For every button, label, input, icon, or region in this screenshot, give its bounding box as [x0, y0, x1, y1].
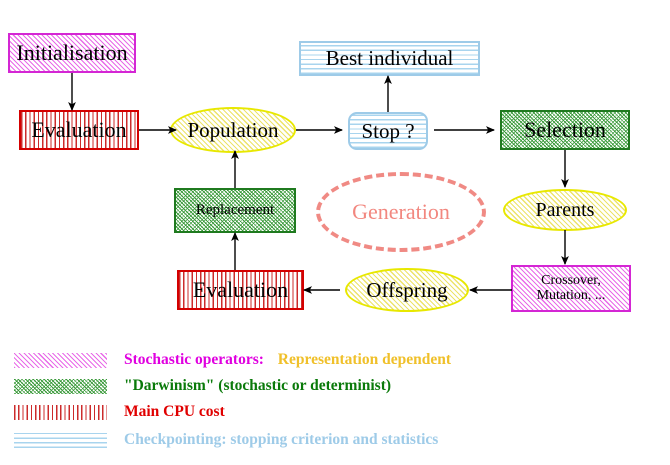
legend-label-stochastic-operators-part1: Stochastic operators: [124, 351, 264, 368]
legend-label-checkpointing-part1: Checkpointing: stopping criterion and st… [124, 431, 439, 448]
legend-swatch-red-vertical-hatch [14, 404, 107, 420]
node-best-individual[interactable]: Best individual [299, 41, 480, 76]
legend-label-darwinism: "Darwinism" (stochastic or determinist) [124, 377, 391, 395]
node-parents-label: Parents [535, 198, 595, 221]
node-population[interactable]: Population [170, 107, 296, 153]
legend: Stochastic operators: Representation dep… [0, 340, 670, 465]
legend-label-stochastic-operators: Stochastic operators: Representation dep… [124, 351, 451, 369]
node-variation[interactable]: Crossover, Mutation, ... [511, 265, 631, 312]
legend-swatch-green-cross-hatch [14, 378, 107, 394]
legend-label-stochastic-operators-part2: Representation dependent [277, 351, 452, 368]
legend-row-checkpointing: Checkpointing: stopping criterion and st… [14, 430, 438, 450]
node-replacement[interactable]: Replacement [174, 188, 296, 233]
node-stop[interactable]: Stop ? [348, 112, 428, 150]
annotation-generation: Generation [316, 172, 486, 252]
legend-swatch-magenta-diagonal-hatch [14, 352, 107, 368]
legend-row-darwinism: "Darwinism" (stochastic or determinist) [14, 376, 391, 396]
annotation-generation-label: Generation [352, 199, 450, 225]
node-best-individual-label: Best individual [325, 46, 454, 71]
node-replacement-label: Replacement [195, 201, 275, 218]
node-initialisation-label: Initialisation [16, 40, 128, 66]
node-selection[interactable]: Selection [500, 110, 630, 150]
node-selection-label: Selection [524, 117, 606, 143]
legend-label-checkpointing: Checkpointing: stopping criterion and st… [124, 431, 438, 449]
node-variation-label-line1: Crossover, [541, 272, 601, 288]
node-offspring[interactable]: Offspring [345, 268, 469, 312]
node-variation-label-line2: Mutation, ... [536, 287, 606, 303]
node-offspring-label: Offspring [366, 277, 448, 302]
node-population-label: Population [187, 117, 279, 142]
legend-label-darwinism-part1: "Darwinism" (stochastic or determinist) [124, 377, 392, 394]
legend-swatch-blue-horizontal-hatch [14, 432, 107, 448]
node-evaluation-bottom-label: Evaluation [192, 277, 289, 303]
legend-label-main-cpu-cost: Main CPU cost [124, 403, 225, 421]
node-initialisation[interactable]: Initialisation [8, 33, 136, 73]
legend-label-main-cpu-cost-part1: Main CPU cost [124, 403, 225, 420]
node-parents[interactable]: Parents [503, 189, 627, 231]
legend-row-stochastic-operators: Stochastic operators: Representation dep… [14, 350, 451, 370]
node-evaluation-bottom[interactable]: Evaluation [177, 270, 304, 310]
node-evaluation-top[interactable]: Evaluation [19, 110, 139, 150]
node-evaluation-top-label: Evaluation [31, 117, 127, 143]
legend-row-main-cpu-cost: Main CPU cost [14, 402, 225, 422]
node-stop-label: Stop ? [361, 118, 415, 143]
